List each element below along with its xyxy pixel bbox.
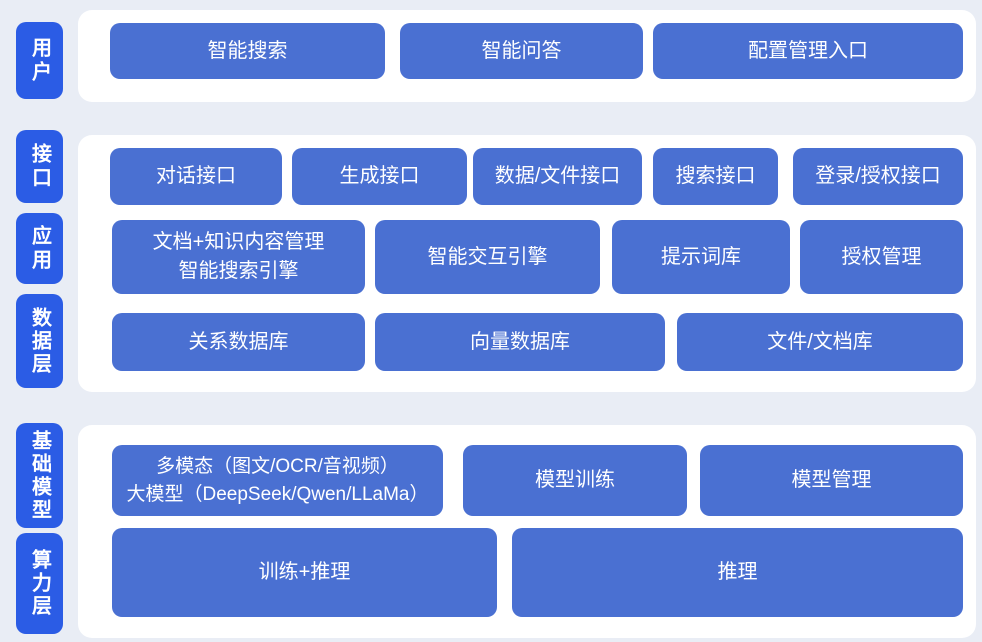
node-relational-database: 关系数据库 bbox=[112, 313, 365, 371]
layer-label-data-layer: 数据层 bbox=[16, 294, 63, 388]
layer-label-foundation-model: 基础模型 bbox=[16, 423, 63, 528]
node-doc-knowledge-search-engine: 文档+知识内容管理 智能搜索引擎 bbox=[112, 220, 365, 294]
node-search-api: 搜索接口 bbox=[653, 148, 778, 205]
node-smart-search: 智能搜索 bbox=[110, 23, 385, 79]
node-multimodal-llm: 多模态（图文/OCR/音视频） 大模型（DeepSeek/Qwen/LLaMa） bbox=[112, 445, 443, 516]
node-dialog-api: 对话接口 bbox=[110, 148, 282, 205]
node-login-auth-api: 登录/授权接口 bbox=[793, 148, 963, 205]
node-vector-database: 向量数据库 bbox=[375, 313, 665, 371]
node-model-training: 模型训练 bbox=[463, 445, 687, 516]
layer-label-application: 应用 bbox=[16, 213, 63, 284]
layer-label-compute-layer: 算力层 bbox=[16, 533, 63, 634]
node-prompt-library: 提示词库 bbox=[612, 220, 790, 294]
node-smart-interaction-engine: 智能交互引擎 bbox=[375, 220, 600, 294]
node-generation-api: 生成接口 bbox=[292, 148, 467, 205]
node-data-file-api: 数据/文件接口 bbox=[473, 148, 642, 205]
node-authorization-management: 授权管理 bbox=[800, 220, 963, 294]
layer-label-interface: 接口 bbox=[16, 130, 63, 203]
node-training-plus-inference: 训练+推理 bbox=[112, 528, 497, 617]
node-inference: 推理 bbox=[512, 528, 963, 617]
layer-label-user: 用户 bbox=[16, 22, 63, 99]
node-model-management: 模型管理 bbox=[700, 445, 963, 516]
node-config-management-entry: 配置管理入口 bbox=[653, 23, 963, 79]
node-file-document-store: 文件/文档库 bbox=[677, 313, 963, 371]
node-smart-qa: 智能问答 bbox=[400, 23, 643, 79]
